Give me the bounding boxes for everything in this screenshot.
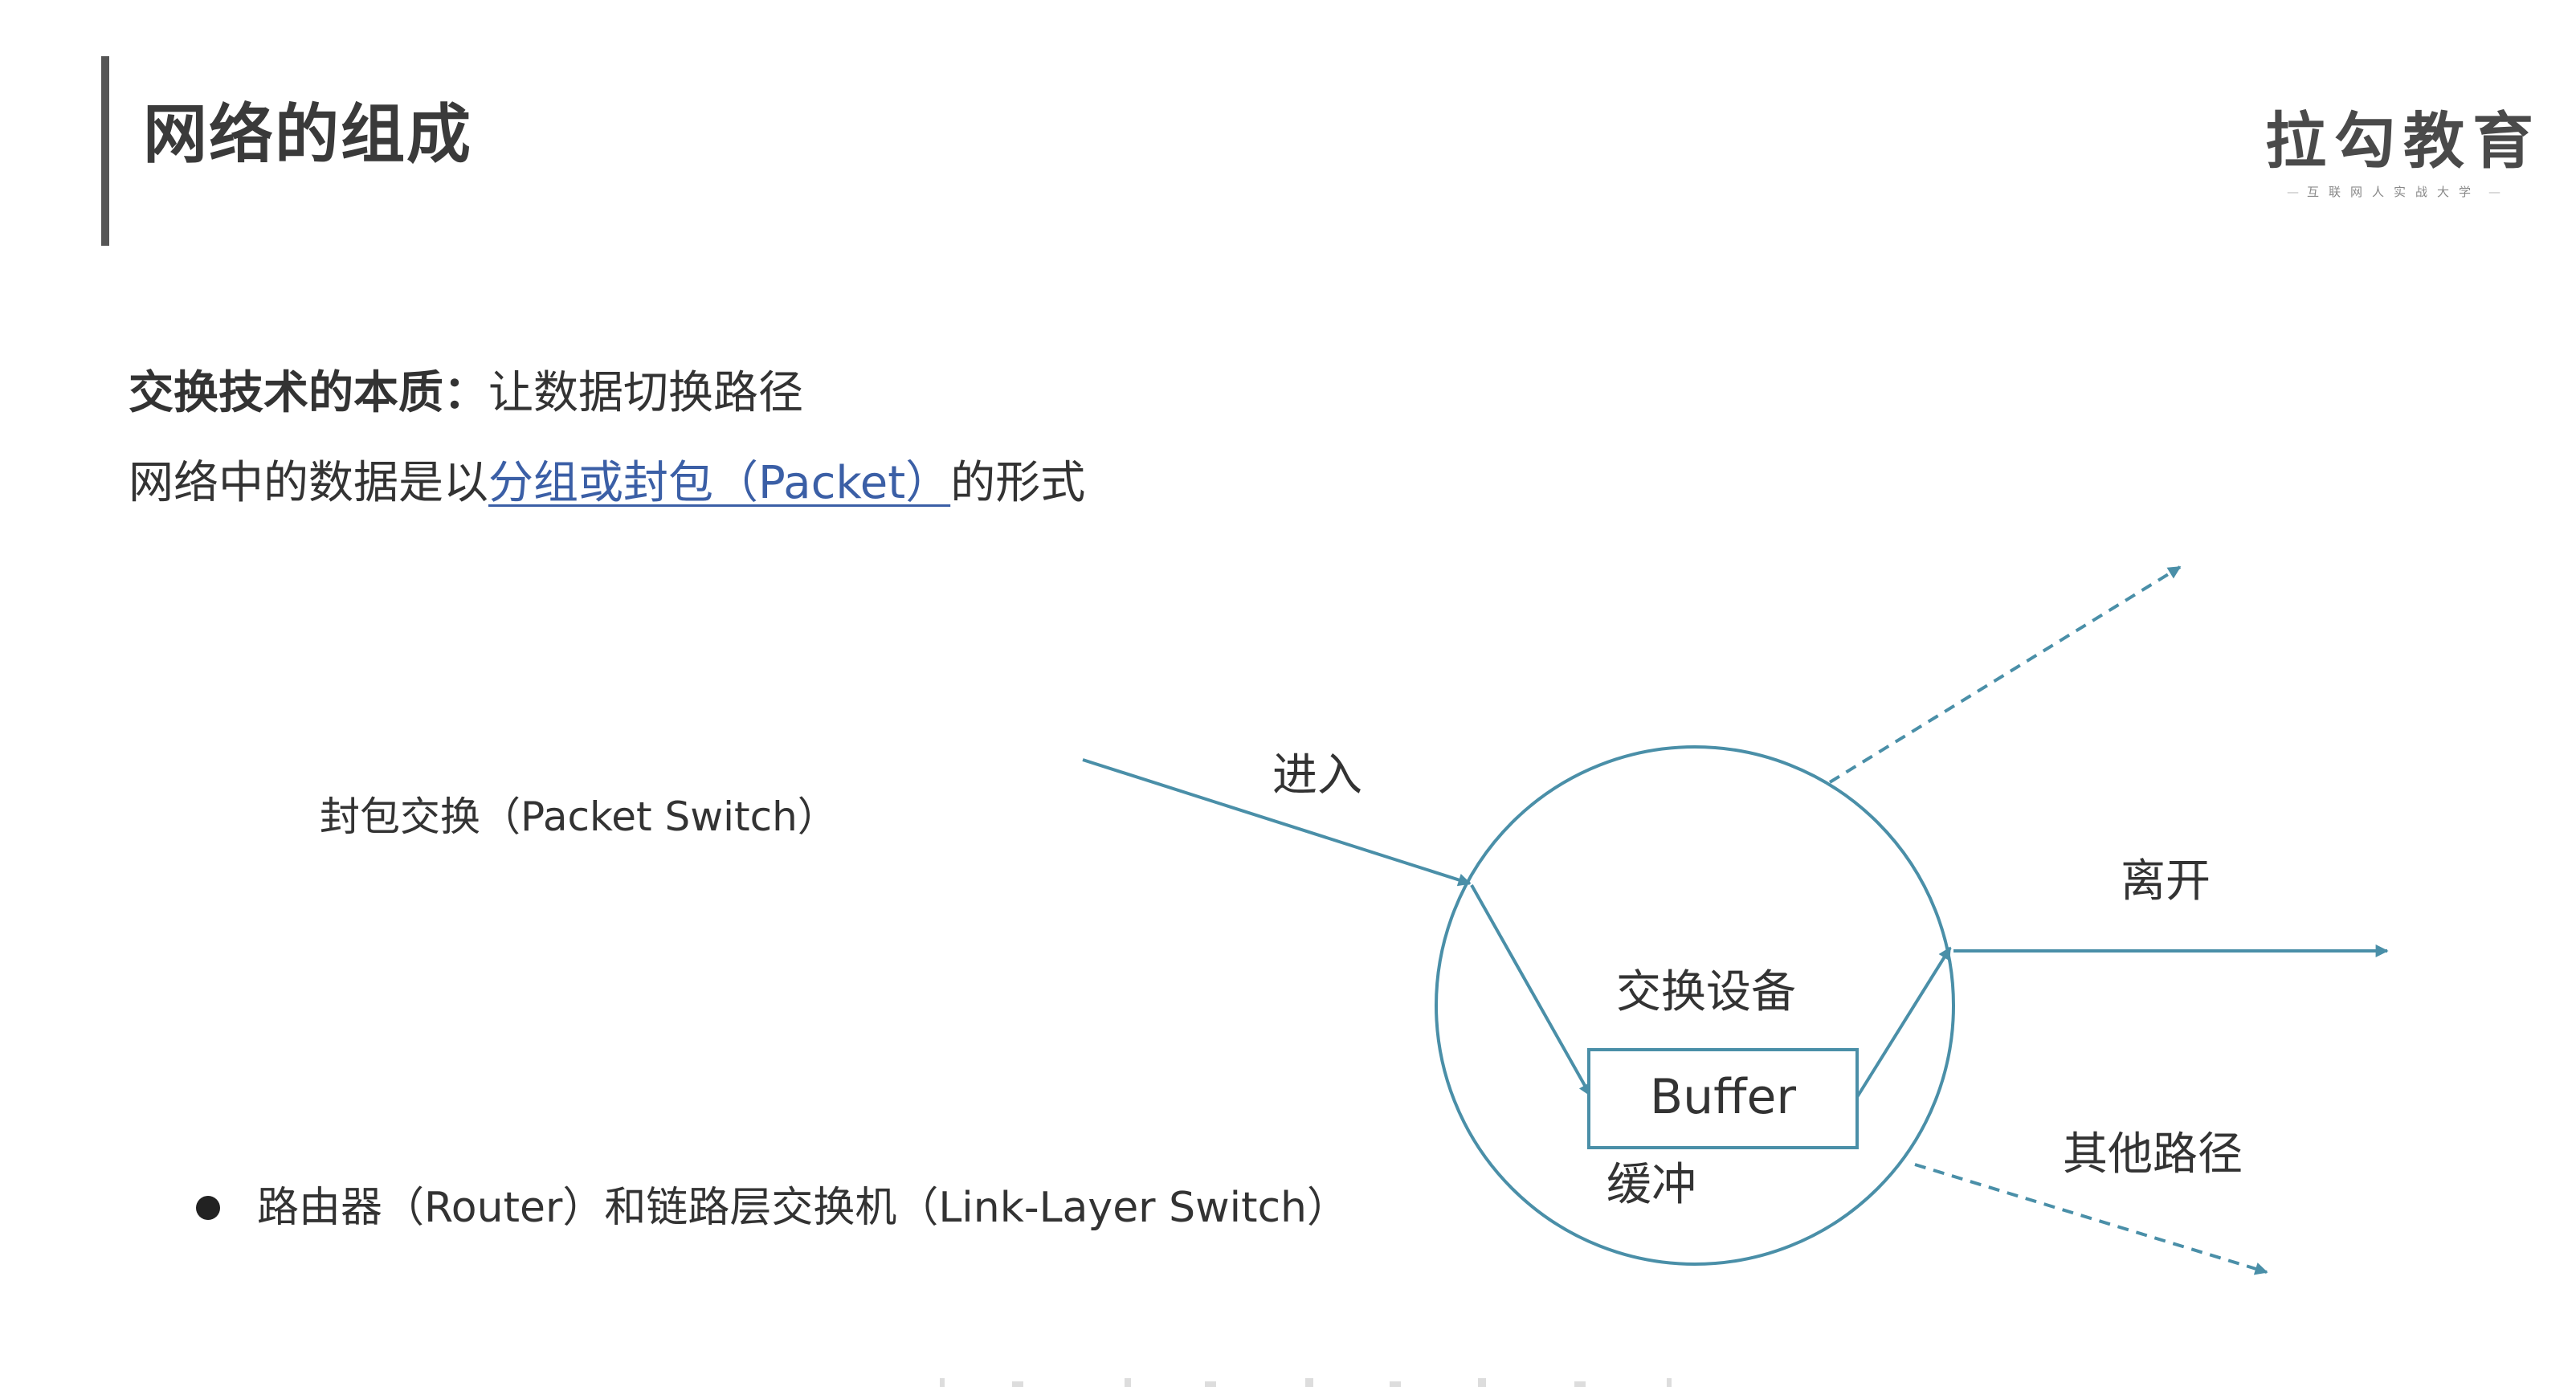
title-accent-bar bbox=[101, 56, 109, 246]
switch-device-circle bbox=[1435, 745, 1955, 1266]
logo-slogan: 互联网人实战大学 bbox=[2265, 183, 2522, 200]
packet-form-line: 网络中的数据是以分组或封包（Packet）的形式 bbox=[129, 461, 1085, 506]
from-buffer-arrow bbox=[1855, 946, 1952, 1099]
logo-main-text: 拉勾教育 bbox=[2265, 105, 2541, 177]
packet-switch-label: 封包交换（Packet Switch） bbox=[320, 793, 838, 840]
switching-essence-text: 让数据切换路径 bbox=[488, 367, 803, 419]
buffer-cn-label: 缓冲 bbox=[1606, 1159, 1696, 1211]
router-switch-text: 路由器（Router）和链路层交换机（Link-Layer Switch） bbox=[257, 1184, 1349, 1232]
bullet-icon bbox=[196, 1196, 220, 1220]
bullet-list-item: 路由器（Router）和链路层交换机（Link-Layer Switch） bbox=[196, 1187, 1349, 1229]
other-path-label: 其他路径 bbox=[2063, 1128, 2243, 1181]
switching-essence-heading: 交换技术的本质： bbox=[129, 367, 488, 419]
leave-label: 离开 bbox=[2121, 855, 2211, 908]
other-path-lower-arrow bbox=[1914, 1163, 2268, 1275]
packet-form-suffix: 的形式 bbox=[950, 457, 1086, 509]
to-buffer-arrow bbox=[1470, 884, 1592, 1097]
buffer-label: Buffer bbox=[1650, 1069, 1796, 1125]
packet-link[interactable]: 分组或封包（Packet） bbox=[488, 457, 951, 509]
enter-label: 进入 bbox=[1272, 749, 1362, 802]
buffer-box bbox=[1587, 1048, 1859, 1149]
enter-arrow bbox=[1082, 758, 1472, 887]
packet-form-prefix: 网络中的数据是以 bbox=[129, 457, 488, 509]
brand-logo: 拉勾教育 互联网人实战大学 bbox=[2265, 105, 2541, 200]
faint-bottom-marks bbox=[940, 1378, 1672, 1387]
other-path-upper-arrow bbox=[1828, 565, 2182, 784]
switching-essence-line: 交换技术的本质：让数据切换路径 bbox=[129, 371, 803, 416]
page-title: 网络的组成 bbox=[143, 97, 472, 172]
switch-device-label: 交换设备 bbox=[1616, 966, 1796, 1018]
